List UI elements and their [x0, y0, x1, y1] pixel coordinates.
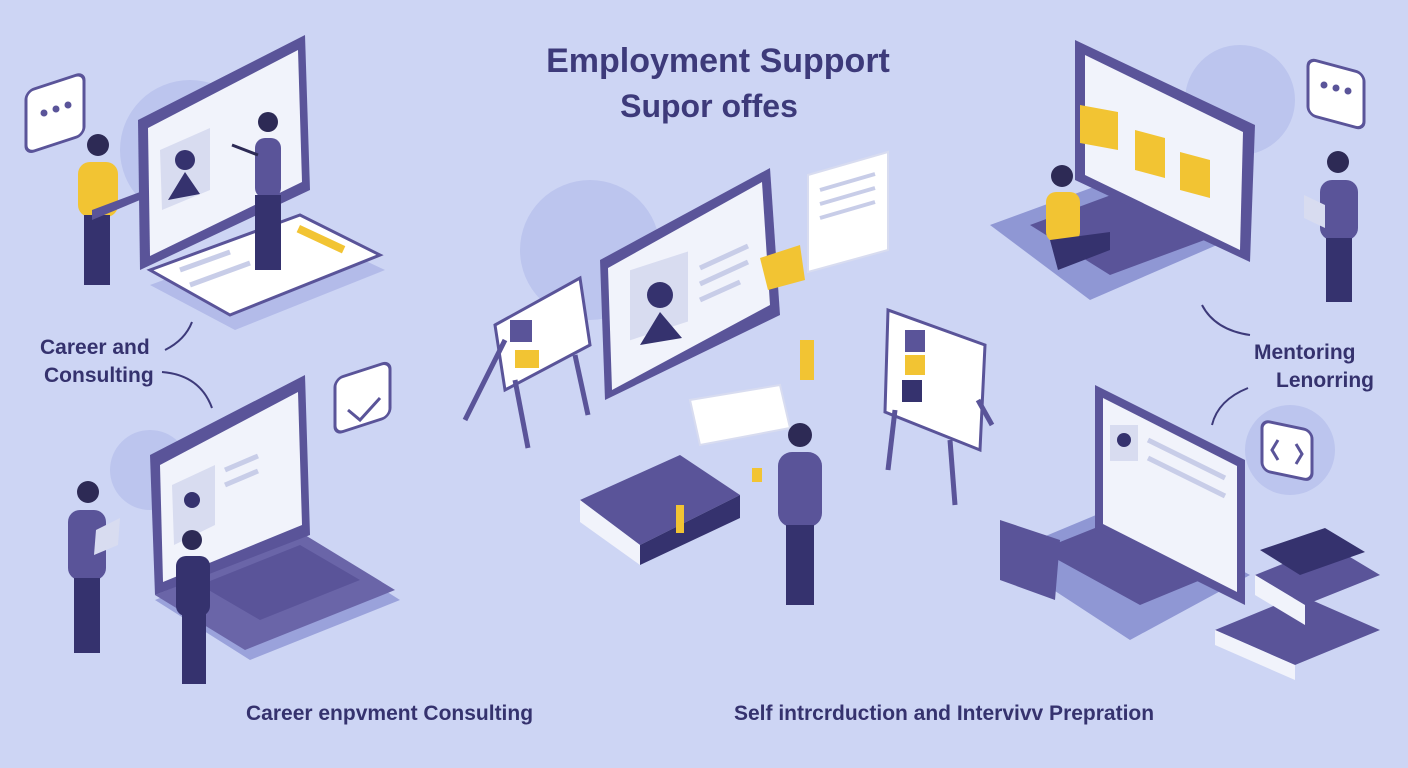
page-subtitle: Supor offes [620, 88, 798, 124]
code-bubble-icon [1260, 420, 1314, 481]
connector-arrows [161, 304, 1251, 426]
easel-right [883, 307, 995, 506]
person-woman-sitting [1046, 165, 1110, 270]
caption-left: Career enpvment Consulting [246, 702, 534, 725]
checkmark-bubble-icon [333, 361, 392, 434]
person-man-bearded [752, 423, 822, 605]
consulting-laptop-scene [68, 361, 400, 684]
easel-left [462, 275, 592, 449]
label-career-line1: Career and [40, 336, 150, 359]
label-career-line2: Consulting [44, 364, 154, 387]
page-title: Employment Support [546, 42, 890, 80]
book-stack-right [1215, 528, 1380, 680]
person-man-document [68, 481, 120, 653]
career-monitor-scene [24, 35, 385, 330]
label-mentoring-line2: Lenorring [1276, 369, 1374, 392]
person-woman-pointer [231, 112, 281, 270]
speech-bubble-icon [24, 73, 86, 153]
chat-bubble-icon [1306, 58, 1366, 130]
book-stack-center [580, 383, 792, 565]
interview-prep-scene [462, 150, 995, 605]
caption-right: Self intrcrduction and Intervivv Preprat… [734, 702, 1155, 725]
person-woman-phone [176, 530, 210, 684]
person-man-laptop [78, 134, 140, 285]
person-man-standing [1304, 151, 1358, 302]
label-mentoring-line1: Mentoring [1254, 341, 1356, 364]
preparation-laptop-scene [1000, 385, 1380, 680]
mentoring-laptop-scene [990, 40, 1366, 302]
